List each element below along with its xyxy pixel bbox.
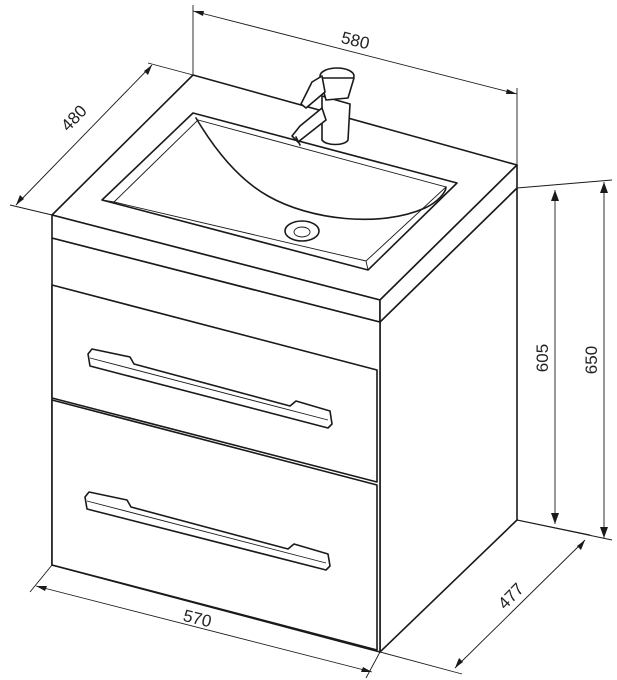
dimension-lines bbox=[9, 5, 613, 679]
dim-bottom-width: 570 bbox=[181, 606, 213, 631]
drain-inner bbox=[293, 226, 311, 238]
drawer-lower bbox=[51, 399, 378, 651]
drawer-handle-upper bbox=[87, 348, 333, 429]
drawers bbox=[51, 284, 378, 651]
washbasin bbox=[51, 67, 518, 323]
dim-height-total: 650 bbox=[582, 346, 601, 374]
drawer-upper bbox=[51, 284, 378, 483]
drain-outer bbox=[284, 220, 320, 242]
dim-bottom-depth: 477 bbox=[494, 579, 527, 613]
dim-height-body: 605 bbox=[533, 344, 552, 372]
basin-bowl-rim bbox=[101, 112, 458, 271]
faucet-icon bbox=[291, 67, 355, 146]
drawer-handle-lower bbox=[84, 491, 331, 571]
basin-bowl-corner bbox=[101, 199, 369, 271]
dim-top-depth: 480 bbox=[57, 101, 90, 135]
basin-bowl-curve bbox=[195, 117, 447, 221]
